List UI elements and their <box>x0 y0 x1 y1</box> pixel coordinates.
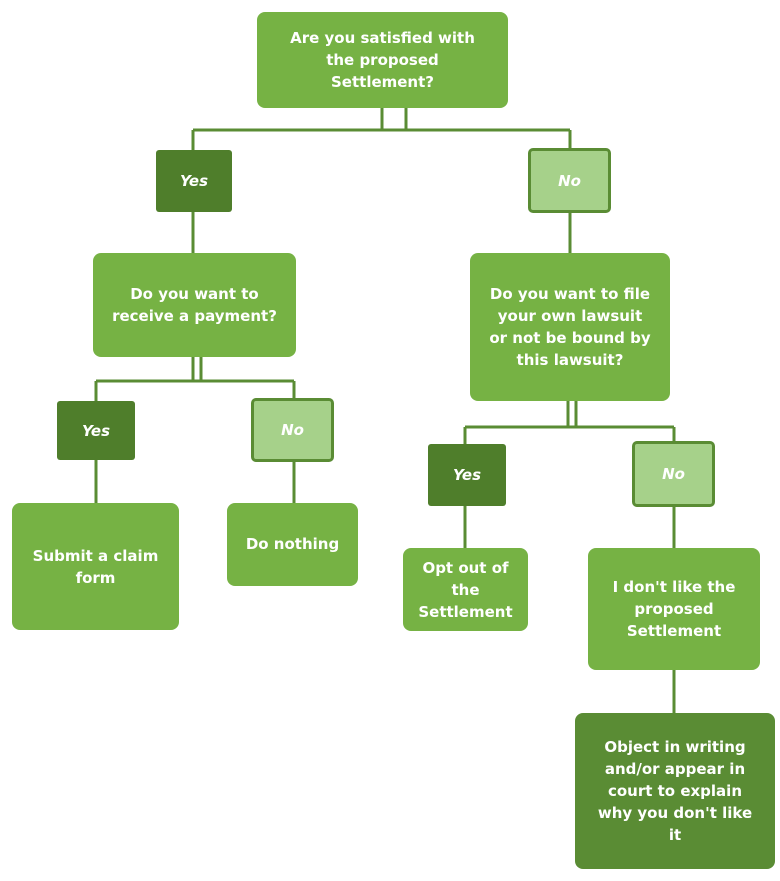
dont-like-box: I don't like the proposed Settlement <box>588 548 760 670</box>
left-yes-label: Yes <box>156 150 232 212</box>
lawsuit-no-label: No <box>632 441 715 507</box>
right-no-label: No <box>528 148 611 213</box>
opt-out-box: Opt out of the Settlement <box>403 548 528 631</box>
lawsuit-question-box: Do you want to file your own lawsuit or … <box>470 253 670 401</box>
right-question-connector <box>463 401 676 444</box>
root-question-box: Are you satisfied with the proposed Sett… <box>257 12 508 108</box>
payment-no-label: No <box>251 398 334 462</box>
root-connector <box>191 108 572 150</box>
payment-question-box: Do you want to receive a payment? <box>93 253 296 357</box>
payment-yes-label: Yes <box>57 401 135 460</box>
left-question-connector <box>94 357 296 401</box>
object-in-writing-box: Object in writing and/or appear in court… <box>575 713 775 869</box>
submit-claim-box: Submit a claim form <box>12 503 179 630</box>
lawsuit-yes-label: Yes <box>428 444 506 506</box>
do-nothing-box: Do nothing <box>227 503 358 586</box>
